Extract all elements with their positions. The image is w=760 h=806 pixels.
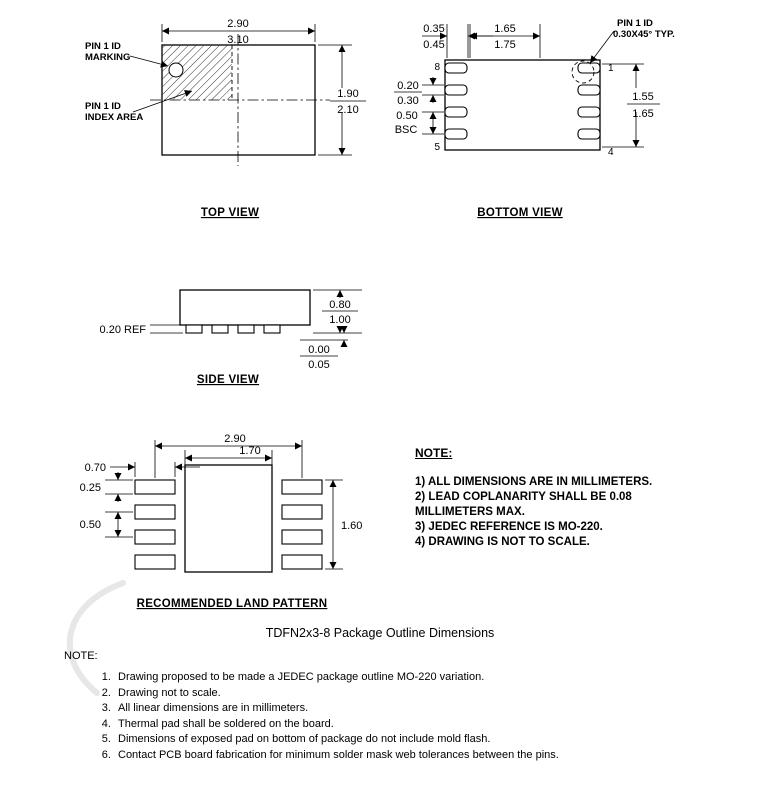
watermark-curve bbox=[66, 580, 126, 696]
pin1-id-callout-line1: PIN 1 ID bbox=[617, 18, 653, 29]
pin1-index-label-line2: INDEX AREA bbox=[85, 112, 143, 123]
dim-land-length: 0.70 bbox=[85, 462, 106, 474]
side-view-drawing: 0.20 REF 0.80 1.00 0.00 0.05 SIDE VIEW bbox=[100, 289, 362, 386]
note-item: 1) ALL DIMENSIONS ARE IN MILLIMETERS. bbox=[415, 476, 653, 488]
figure-caption: TDFN2x3-8 Package Outline Dimensions bbox=[265, 626, 495, 640]
dim-pitch-basis: BSC bbox=[395, 124, 418, 136]
dim-span-height: 1.60 bbox=[341, 520, 362, 532]
side-view-leads bbox=[185, 324, 281, 334]
top-view-drawing: 2.90 3.10 1.90 2.10 PIN 1 ID MARKING PIN… bbox=[85, 18, 366, 219]
dim-pitch: 0.50 bbox=[80, 519, 101, 531]
pin-number-5: 5 bbox=[434, 142, 440, 153]
dim-epad-width-max: 1.65 bbox=[632, 108, 653, 120]
dim-pitch-value: 0.50 bbox=[396, 110, 417, 122]
footer-note-item: All linear dimensions are in millimeters… bbox=[114, 702, 704, 714]
pin1-marking-circle bbox=[168, 62, 184, 78]
dim-lead-thickness: 0.20 REF bbox=[100, 324, 147, 336]
land-pattern-drawing: 2.90 1.70 0.70 0.25 0.50 1.60 RECOMMENDE… bbox=[80, 433, 363, 610]
note-item: 2) LEAD COPLANARITY SHALL BE 0.08 MILLIM… bbox=[415, 491, 632, 518]
note-item: 4) DRAWING IS NOT TO SCALE. bbox=[415, 536, 590, 548]
footer-note-item: Drawing proposed to be made a JEDEC pack… bbox=[114, 671, 704, 683]
dim-lead-width-max: 0.30 bbox=[397, 95, 418, 107]
pin1-chamfer-dashed-circle bbox=[571, 60, 595, 84]
dim-pad-width: 1.70 bbox=[239, 445, 260, 457]
footer-notes: NOTE: Drawing proposed to be made a JEDE… bbox=[64, 650, 704, 764]
dim-epad-length-max: 1.75 bbox=[494, 39, 515, 51]
leader-lines bbox=[129, 55, 193, 113]
note-box-title: NOTE: bbox=[415, 446, 453, 460]
dim-body-height-min: 1.90 bbox=[337, 88, 358, 100]
dim-lead-length-min: 0.35 bbox=[423, 23, 444, 35]
pin1-id-callout-line2: 0.30X45° TYP. bbox=[613, 29, 675, 40]
side-view-dimension-lines bbox=[150, 289, 362, 357]
dim-body-height-max: 2.10 bbox=[337, 104, 358, 116]
footer-note-item: Thermal pad shall be soldered on the boa… bbox=[114, 718, 704, 730]
top-view-dimension-lines bbox=[161, 24, 366, 156]
land-pattern-title: RECOMMENDED LAND PATTERN bbox=[137, 598, 328, 610]
lead-pads bbox=[444, 62, 601, 140]
watermark-stroke bbox=[66, 580, 126, 696]
note-box: NOTE: 1) ALL DIMENSIONS ARE IN MILLIMETE… bbox=[415, 446, 671, 550]
pin-number-4: 4 bbox=[608, 147, 614, 158]
dim-epad-width-min: 1.55 bbox=[632, 91, 653, 103]
note-box-items: 1) ALL DIMENSIONS ARE IN MILLIMETERS. 2)… bbox=[415, 475, 671, 550]
pin-number-1: 1 bbox=[608, 63, 614, 74]
footer-notes-list: Drawing proposed to be made a JEDEC pack… bbox=[64, 671, 704, 761]
package-bottom-outline bbox=[444, 59, 601, 151]
note-item: 3) JEDEC REFERENCE IS MO-220. bbox=[415, 521, 603, 533]
footer-note-item: Drawing not to scale. bbox=[114, 687, 704, 699]
dim-land-height: 0.25 bbox=[80, 482, 101, 494]
dim-overall-width: 2.90 bbox=[224, 433, 245, 445]
dim-height-max: 1.00 bbox=[329, 314, 350, 326]
footer-note-item: Contact PCB board fabrication for minimu… bbox=[114, 749, 704, 761]
dim-standoff-min: 0.00 bbox=[308, 344, 329, 356]
bottom-view-title: BOTTOM VIEW bbox=[477, 207, 563, 219]
center-lines bbox=[150, 34, 330, 166]
bottom-view-dimension-lines bbox=[394, 24, 660, 148]
dim-body-width-min: 2.90 bbox=[227, 18, 248, 30]
top-view-title: TOP VIEW bbox=[201, 207, 259, 219]
footer-note-item: Dimensions of exposed pad on bottom of p… bbox=[114, 733, 704, 745]
package-side-outline bbox=[179, 289, 311, 326]
dim-body-width-max: 3.10 bbox=[227, 34, 248, 46]
pin-number-8: 8 bbox=[434, 62, 440, 73]
bottom-view-drawing: 8 5 1 4 0.35 0.45 1.65 1.75 0.20 0.30 0.… bbox=[394, 18, 675, 219]
pin1-marking-label-line2: MARKING bbox=[85, 52, 130, 63]
pin1-index-label-line1: PIN 1 ID bbox=[85, 101, 121, 112]
thermal-pad-land bbox=[184, 464, 273, 573]
pin1-marking-label-line1: PIN 1 ID bbox=[85, 41, 121, 52]
side-view-title: SIDE VIEW bbox=[197, 374, 259, 386]
footer-notes-title: NOTE: bbox=[64, 650, 98, 662]
dim-lead-length-max: 0.45 bbox=[423, 39, 444, 51]
dim-standoff-max: 0.05 bbox=[308, 359, 329, 371]
dim-height-min: 0.80 bbox=[329, 299, 350, 311]
land-pattern-dimension-lines bbox=[105, 440, 343, 570]
dim-epad-length-min: 1.65 bbox=[494, 23, 515, 35]
land-pads bbox=[134, 479, 323, 570]
dim-lead-width-min: 0.20 bbox=[397, 80, 418, 92]
